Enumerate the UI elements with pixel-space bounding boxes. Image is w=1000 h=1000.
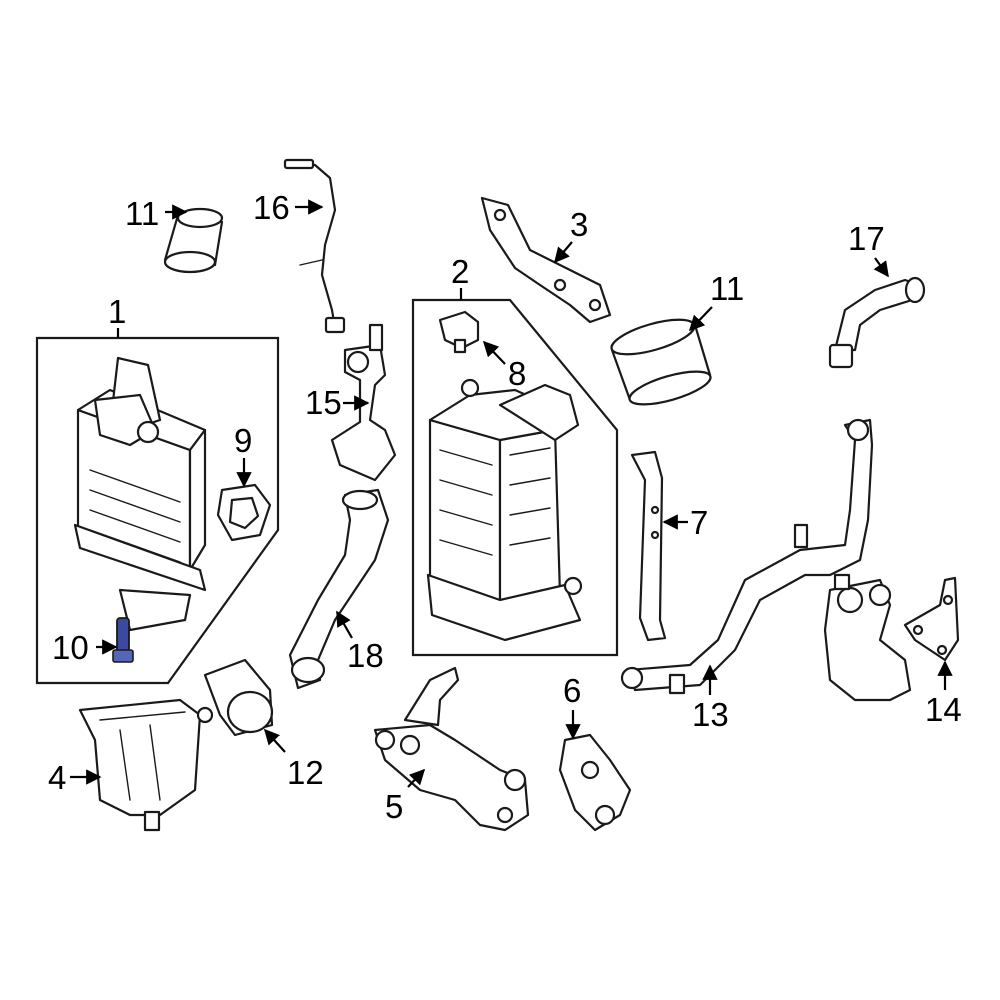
callout-7: 7: [690, 504, 708, 541]
part-5-mount-bracket[interactable]: [373, 666, 530, 832]
callout-2: 2: [451, 253, 469, 290]
leader-18: [336, 610, 353, 639]
callout-8: 8: [508, 355, 526, 392]
part-13-coolant-pipe[interactable]: [620, 418, 874, 695]
callout-5: 5: [385, 788, 403, 825]
callout-14: 14: [925, 691, 962, 728]
part-8-sensor[interactable]: [438, 310, 480, 354]
part-1-intercooler-assembly[interactable]: [73, 356, 207, 632]
leader-5: [407, 768, 426, 788]
group-box-1: [35, 336, 280, 685]
leader-12: [263, 728, 286, 753]
part-12-sleeve[interactable]: [203, 658, 274, 737]
callout-3: 3: [570, 206, 588, 243]
callout-9: 9: [234, 422, 252, 459]
callout-6: 6: [563, 672, 581, 709]
leader-17: [873, 257, 889, 278]
group-box-2: [411, 298, 619, 657]
part-6-bracket[interactable]: [558, 733, 632, 832]
leader-3: [554, 241, 573, 264]
part-9-seal[interactable]: [216, 483, 272, 542]
part-15-hose[interactable]: [330, 323, 397, 482]
callout-1: 1: [108, 293, 126, 330]
callout-11-right: 11: [710, 270, 744, 307]
callout-18: 18: [347, 637, 384, 674]
part-7-bracket[interactable]: [630, 450, 667, 642]
part-4-air-guide[interactable]: [78, 698, 214, 832]
callout-16: 16: [253, 189, 290, 226]
part-17-hose[interactable]: [828, 276, 926, 369]
part-16-line[interactable]: [283, 158, 346, 334]
callout-11-left: 11: [125, 195, 159, 232]
part-10-sensor[interactable]: [112, 617, 134, 663]
leader-11-right: [688, 306, 713, 332]
leader-8: [482, 340, 506, 365]
callout-15: 15: [305, 384, 342, 421]
callout-10: 10: [52, 629, 89, 666]
callout-17: 17: [848, 220, 885, 257]
callout-13: 13: [692, 696, 729, 733]
callout-12: 12: [287, 754, 324, 791]
part-2-intercooler[interactable]: [426, 378, 583, 642]
part-11-sleeve-left[interactable]: [163, 207, 224, 274]
part-11-sleeve-right[interactable]: [608, 313, 714, 411]
part-18-hose[interactable]: [288, 488, 390, 690]
part-3-bracket[interactable]: [480, 196, 612, 324]
part-13-housing[interactable]: [823, 573, 912, 702]
part-14-bracket[interactable]: [903, 576, 960, 662]
callout-4: 4: [48, 759, 66, 796]
